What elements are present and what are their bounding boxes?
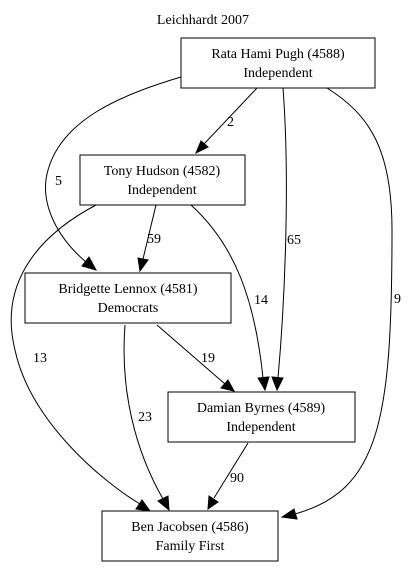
- edge-label-pugh-hudson: 2: [227, 115, 234, 130]
- edge-line: [142, 204, 157, 260]
- edge-lennox-byrnes: 19: [156, 324, 235, 392]
- edge-line: [277, 87, 287, 379]
- node-party: Family First: [156, 539, 225, 554]
- node-name: Tony Hudson (4582): [104, 164, 221, 179]
- node-byrnes: Damian Byrnes (4589) Independent: [167, 391, 356, 443]
- edge-label-pugh-lennox: 5: [55, 174, 62, 189]
- node-party: Independent: [243, 66, 312, 81]
- node-name: Damian Byrnes (4589): [197, 401, 326, 416]
- edge-label-hudson-lennox: 59: [147, 232, 161, 247]
- node-box: [101, 510, 279, 562]
- edge-line: [10, 204, 141, 505]
- arrowhead: [207, 495, 219, 511]
- node-box: [24, 272, 232, 324]
- edge-line: [156, 324, 226, 385]
- edge-line: [45, 76, 182, 263]
- edge-label-byrnes-jacobsen: 90: [230, 471, 244, 486]
- edge-label-pugh-jacobsen: 9: [394, 292, 401, 307]
- node-name: Rata Hami Pugh (4588): [211, 47, 345, 62]
- node-name: Ben Jacobsen (4586): [131, 520, 249, 535]
- edge-lennox-jacobsen: 23: [123, 324, 170, 512]
- arrowhead: [257, 376, 270, 392]
- arrowhead: [280, 508, 298, 520]
- node-party: Democrats: [98, 301, 159, 316]
- node-party: Independent: [127, 183, 196, 198]
- edge-line: [123, 324, 164, 500]
- arrowhead: [137, 257, 149, 273]
- edge-line: [203, 87, 258, 145]
- edge-label-hudson-jacobsen: 13: [33, 351, 47, 366]
- node-party: Independent: [226, 420, 295, 435]
- arrowhead: [195, 140, 209, 155]
- node-pugh: Rata Hami Pugh (4588) Independent: [180, 37, 376, 89]
- edge-line: [294, 87, 393, 515]
- edges: 2 5 65 9 59 14: [10, 76, 401, 520]
- node-jacobsen: Ben Jacobsen (4586) Family First: [101, 510, 279, 562]
- node-box: [180, 37, 376, 89]
- edge-label-hudson-byrnes: 14: [254, 293, 268, 308]
- edge-line: [213, 442, 249, 499]
- edge-hudson-lennox: 59: [137, 204, 161, 273]
- edge-label-pugh-byrnes: 65: [287, 233, 301, 248]
- arrowhead: [135, 499, 152, 512]
- edge-hudson-jacobsen: 13: [10, 204, 152, 512]
- edge-label-lennox-byrnes: 19: [201, 351, 215, 366]
- arrowhead: [157, 495, 170, 512]
- edge-hudson-byrnes: 14: [190, 204, 270, 392]
- edge-label-lennox-jacobsen: 23: [138, 410, 152, 425]
- edge-byrnes-jacobsen: 90: [207, 442, 249, 511]
- arrowhead: [81, 256, 98, 271]
- arrowhead: [220, 379, 235, 392]
- nodes: Rata Hami Pugh (4588) Independent Tony H…: [24, 37, 376, 562]
- edge-pugh-jacobsen: 9: [280, 87, 401, 520]
- node-hudson: Tony Hudson (4582) Independent: [79, 154, 246, 206]
- node-name: Bridgette Lennox (4581): [58, 282, 198, 297]
- arrowhead: [271, 376, 284, 392]
- diagram-title: Leichhardt 2007: [157, 13, 249, 28]
- node-box: [167, 391, 356, 443]
- node-box: [79, 154, 246, 206]
- edge-pugh-lennox: 5: [45, 76, 182, 271]
- edge-line: [190, 204, 264, 379]
- edge-pugh-byrnes: 65: [271, 87, 301, 392]
- node-lennox: Bridgette Lennox (4581) Democrats: [24, 272, 232, 324]
- edge-pugh-hudson: 2: [195, 87, 258, 155]
